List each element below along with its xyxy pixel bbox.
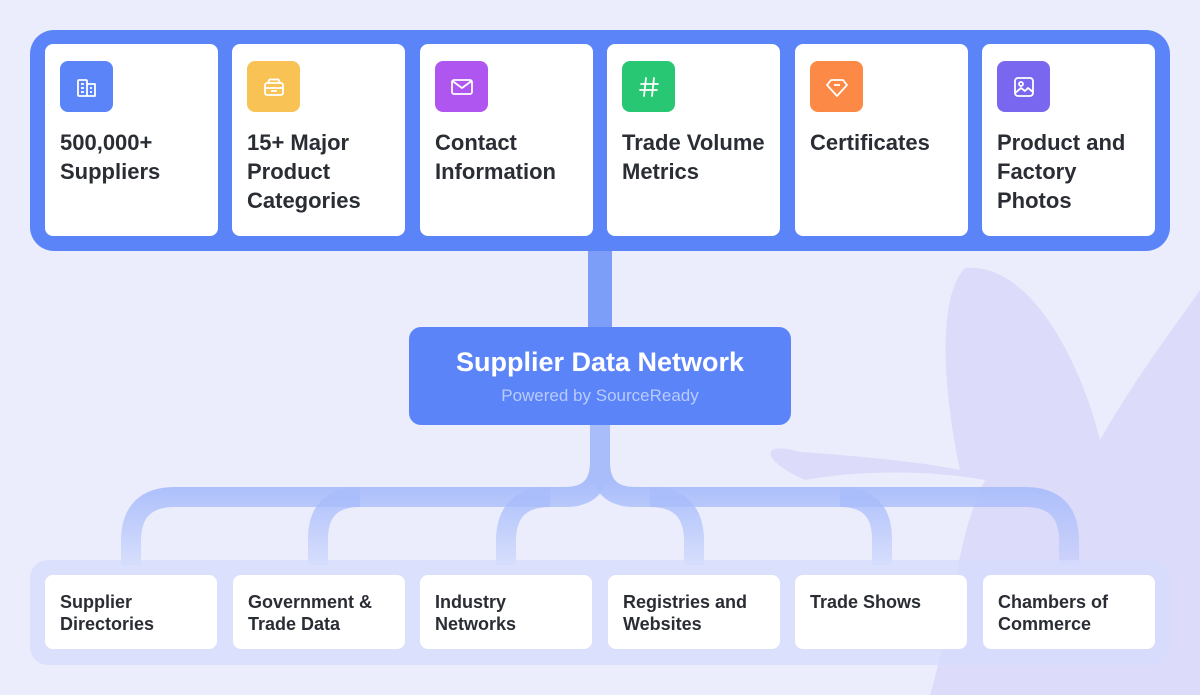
feature-label: Product and Factory Photos xyxy=(997,130,1126,213)
source-label: Registries and Websites xyxy=(623,592,748,634)
source-card-registries: Registries and Websites xyxy=(608,575,780,649)
feature-label: 500,000+ Suppliers xyxy=(60,130,161,184)
hash-icon xyxy=(622,61,675,112)
data-features-panel: 500,000+ Suppliers 15+ Major Product Cat… xyxy=(30,30,1170,251)
feature-card-certificates: Certificates xyxy=(795,44,968,236)
source-label: Trade Shows xyxy=(810,592,922,612)
source-label: Industry Networks xyxy=(435,592,517,634)
feature-card-contact: Contact Information xyxy=(420,44,593,236)
source-label: Supplier Directories xyxy=(60,592,155,634)
diamond-icon xyxy=(810,61,863,112)
central-hub: Supplier Data Network Powered by SourceR… xyxy=(409,327,791,425)
source-card-government: Government & Trade Data xyxy=(233,575,405,649)
data-sources-panel: Supplier Directories Government & Trade … xyxy=(30,560,1170,665)
hub-title: Supplier Data Network xyxy=(455,347,745,377)
connector-branches xyxy=(121,425,1079,565)
feature-label: 15+ Major Product Categories xyxy=(247,130,361,213)
image-icon xyxy=(997,61,1050,112)
source-label: Government & Trade Data xyxy=(248,592,373,634)
feature-card-photos: Product and Factory Photos xyxy=(982,44,1155,236)
envelope-icon xyxy=(435,61,488,112)
feature-label: Trade Volume Metrics xyxy=(622,130,765,184)
feature-label: Contact Information xyxy=(435,130,556,184)
source-card-industry: Industry Networks xyxy=(420,575,592,649)
source-card-trade-shows: Trade Shows xyxy=(795,575,967,649)
feature-card-suppliers: 500,000+ Suppliers xyxy=(45,44,218,236)
hub-subtitle: Powered by SourceReady xyxy=(501,386,699,405)
building-icon xyxy=(60,61,113,112)
archive-box-icon xyxy=(247,61,300,112)
feature-card-categories: 15+ Major Product Categories xyxy=(232,44,405,236)
source-card-chambers: Chambers of Commerce xyxy=(983,575,1155,649)
feature-label: Certificates xyxy=(810,130,930,155)
feature-card-trade-volume: Trade Volume Metrics xyxy=(607,44,780,236)
source-card-directories: Supplier Directories xyxy=(45,575,217,649)
source-label: Chambers of Commerce xyxy=(998,592,1109,634)
